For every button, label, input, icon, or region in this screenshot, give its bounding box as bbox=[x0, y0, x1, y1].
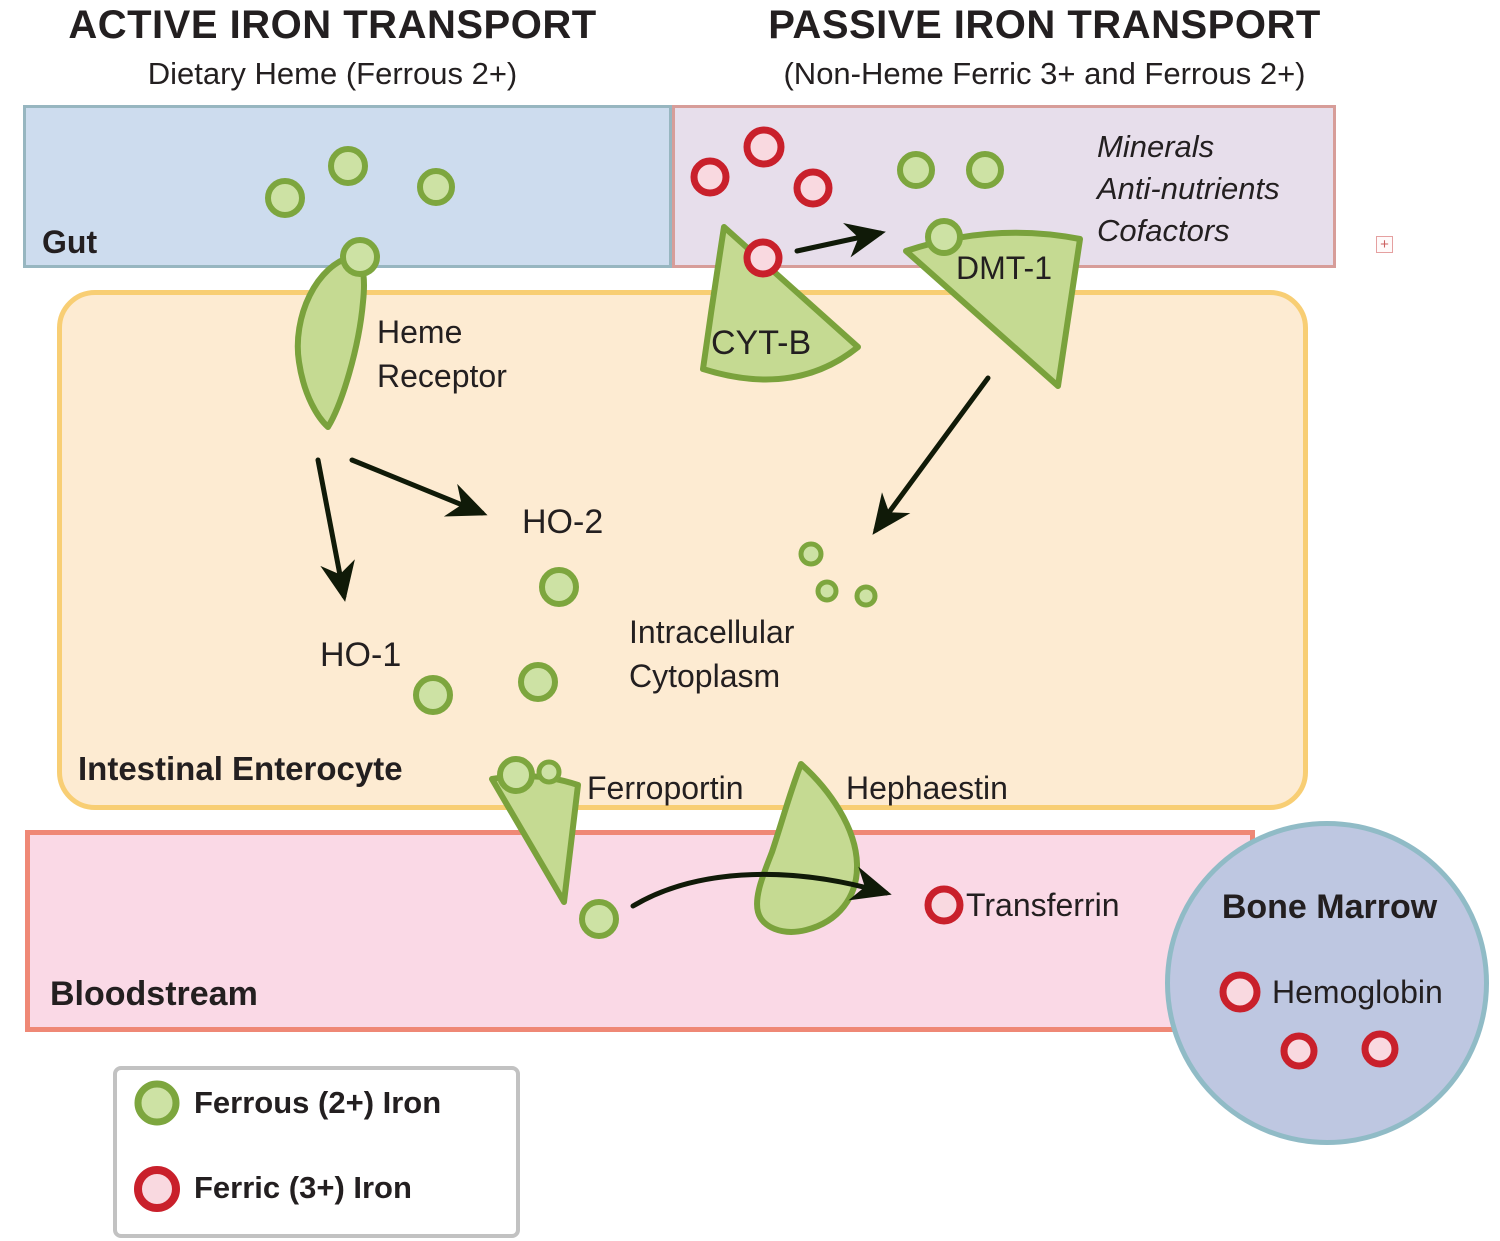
ferric-ion bbox=[1280, 1032, 1318, 1070]
ferric-ion bbox=[793, 168, 833, 208]
hephaestin-shape bbox=[754, 761, 861, 935]
legend-box bbox=[113, 1066, 520, 1238]
bloodstream-compartment bbox=[25, 830, 1255, 1032]
arrow-ferric-to-dmt1 bbox=[794, 223, 886, 258]
ferrous-ion bbox=[966, 151, 1004, 189]
ferrous-ion bbox=[854, 584, 878, 608]
arrow-dmt1-to-cytoplasm bbox=[872, 375, 991, 535]
ferrous-ion bbox=[328, 146, 368, 186]
passive-box-notes: Minerals Anti-nutrients Cofactors bbox=[1097, 126, 1280, 252]
arrow-heme-to-ho2 bbox=[349, 457, 488, 517]
gut-label: Gut bbox=[42, 224, 98, 260]
note-cofactors: Cofactors bbox=[1097, 213, 1230, 249]
ferric-ion-legend-swatch bbox=[134, 1166, 180, 1212]
ferrous-ion bbox=[925, 218, 963, 256]
ferric-ion bbox=[924, 885, 964, 925]
bone-marrow-label: Bone Marrow bbox=[1221, 888, 1438, 926]
active-transport-title: ACTIVE IRON TRANSPORT bbox=[68, 3, 597, 47]
arrow-ferroportin-to-transferrin bbox=[630, 866, 892, 909]
legend-ferric-label: Ferric (3+) Iron bbox=[194, 1170, 412, 1205]
ferrous-ion bbox=[539, 567, 579, 607]
heme-receptor-label: Heme Receptor bbox=[377, 314, 507, 395]
ferrous-ion-legend-swatch bbox=[134, 1080, 180, 1126]
ho-2-label: HO-2 bbox=[522, 503, 604, 541]
ferrous-ion bbox=[497, 756, 535, 794]
ferrous-ion bbox=[536, 759, 562, 785]
ferric-ion bbox=[1219, 971, 1261, 1013]
ferrous-ion bbox=[798, 541, 824, 567]
ferric-ion bbox=[1361, 1030, 1399, 1068]
ferric-ion bbox=[743, 238, 783, 278]
bone-marrow-compartment bbox=[1165, 821, 1489, 1145]
bloodstream-label: Bloodstream bbox=[50, 975, 258, 1013]
hephaestin-label: Hephaestin bbox=[846, 770, 1008, 806]
ferrous-ion bbox=[815, 579, 839, 603]
ferrous-ion bbox=[579, 899, 619, 939]
cyt-b-shape bbox=[700, 224, 861, 383]
ferric-ion bbox=[743, 126, 785, 168]
ho-1-label: HO-1 bbox=[320, 636, 402, 674]
active-transport-subtitle: Dietary Heme (Ferrous 2+) bbox=[147, 56, 518, 91]
ferrous-ion bbox=[897, 151, 935, 189]
arrow-heme-to-ho1 bbox=[315, 457, 355, 602]
ferric-ion bbox=[690, 157, 730, 197]
ferrous-ion bbox=[518, 662, 558, 702]
heme-receptor-shape bbox=[294, 253, 367, 430]
intestinal-enterocyte-compartment bbox=[57, 290, 1308, 810]
transferrin-label: Transferrin bbox=[966, 887, 1120, 923]
ferroportin-label: Ferroportin bbox=[587, 770, 744, 806]
hemoglobin-label: Hemoglobin bbox=[1272, 974, 1443, 1010]
ferrous-ion bbox=[340, 237, 380, 277]
ferrous-ion bbox=[417, 168, 455, 206]
broken-image-icon: + bbox=[1376, 236, 1393, 253]
note-minerals: Minerals bbox=[1097, 129, 1215, 164]
ferrous-ion bbox=[265, 178, 305, 218]
intracellular-cytoplasm-label: Intracellular Cytoplasm bbox=[629, 614, 795, 695]
intestinal-enterocyte-label: Intestinal Enterocyte bbox=[78, 750, 403, 787]
note-anti-nutrients: Anti-nutrients bbox=[1097, 171, 1280, 207]
ferroportin-shape bbox=[489, 773, 581, 905]
gut-compartment bbox=[23, 105, 672, 268]
passive-transport-subtitle: (Non-Heme Ferric 3+ and Ferrous 2+) bbox=[783, 56, 1306, 91]
dmt-1-label: DMT-1 bbox=[956, 250, 1052, 286]
legend-ferrous-label: Ferrous (2+) Iron bbox=[194, 1085, 442, 1120]
cyt-b-label: CYT-B bbox=[711, 324, 812, 362]
ferrous-ion bbox=[413, 675, 453, 715]
passive-transport-title: PASSIVE IRON TRANSPORT bbox=[768, 3, 1321, 47]
